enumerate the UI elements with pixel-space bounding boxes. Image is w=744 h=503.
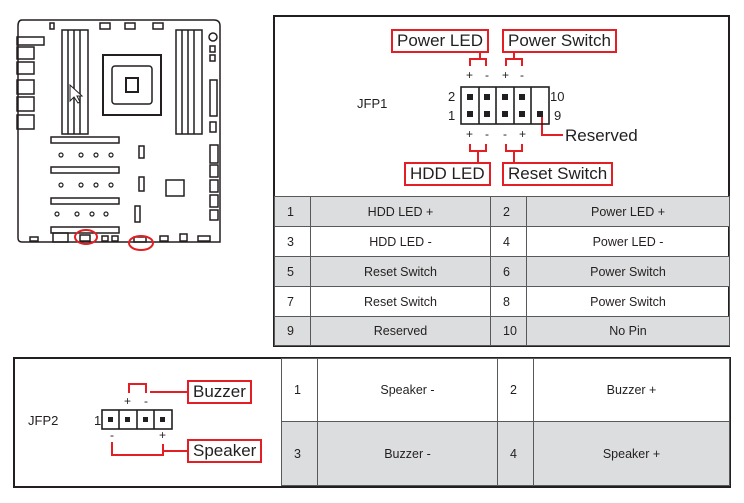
jfp1-label: JFP1 [357, 96, 388, 111]
signal-cell: Power Switch [526, 256, 730, 287]
hdd-led-callout: HDD LED [404, 162, 491, 186]
pin-number-cell: 3 [274, 226, 311, 257]
jfp2-label: JFP2 [28, 413, 59, 428]
signal-cell: Buzzer - [317, 421, 498, 486]
power-led-callout: Power LED [391, 29, 489, 53]
polarity-mark: + [502, 68, 510, 82]
pin-number-cell: 9 [274, 316, 311, 346]
signal-cell: Reserved [310, 316, 491, 346]
polarity-mark: - [144, 394, 148, 408]
signal-cell: Power LED + [526, 196, 730, 227]
pin-number-cell: 10 [490, 316, 527, 346]
polarity-mark: + [124, 394, 132, 408]
pin-number-cell: 8 [490, 286, 527, 317]
pin-number-cell: 5 [274, 256, 311, 287]
polarity-mark: - [520, 68, 524, 82]
table-row: 5 Reset Switch 6 Power Switch [274, 256, 730, 287]
polarity-mark: + [466, 127, 474, 141]
pin-number-cell: 3 [281, 421, 318, 486]
polarity-mark: - [503, 127, 507, 141]
signal-cell: No Pin [526, 316, 730, 346]
signal-cell: Speaker + [533, 421, 730, 486]
pin-number: 9 [554, 108, 562, 123]
table-row: 1 Speaker - 2 Buzzer + [281, 358, 730, 422]
signal-cell: HDD LED + [310, 196, 491, 227]
pin-number: 1 [448, 108, 456, 123]
pin-number-cell: 7 [274, 286, 311, 317]
signal-cell: Speaker - [317, 358, 498, 422]
signal-cell: Power Switch [526, 286, 730, 317]
pin-number-cell: 4 [497, 421, 534, 486]
polarity-mark: + [159, 428, 167, 442]
table-row: 7 Reset Switch 8 Power Switch [274, 286, 730, 317]
jfp1-pin-table: 1 HDD LED + 2 Power LED + 3 HDD LED - 4 … [274, 196, 730, 346]
table-row: 3 HDD LED - 4 Power LED - [274, 226, 730, 257]
buzzer-callout: Buzzer [187, 380, 252, 404]
pin-number-cell: 4 [490, 226, 527, 257]
reset-switch-callout: Reset Switch [502, 162, 614, 186]
pin-number-cell: 1 [281, 358, 318, 422]
signal-cell: Reset Switch [310, 286, 491, 317]
motherboard-diagram [16, 19, 221, 251]
reserved-callout: Reserved [565, 126, 638, 145]
speaker-callout: Speaker [187, 439, 263, 463]
pin-number-cell: 2 [497, 358, 534, 422]
polarity-mark: - [110, 428, 114, 442]
pin-number: 2 [448, 89, 456, 104]
signal-cell: Power LED - [526, 226, 730, 257]
jfp1-highlight-circle [128, 235, 154, 251]
table-row: 9 Reserved 10 No Pin [274, 316, 730, 346]
jfp1-connector [460, 86, 550, 125]
table-row: 1 HDD LED + 2 Power LED + [274, 196, 730, 227]
table-row: 3 Buzzer - 4 Speaker + [281, 421, 730, 486]
pin-number-cell: 2 [490, 196, 527, 227]
polarity-mark: + [466, 68, 474, 82]
power-switch-callout: Power Switch [502, 29, 617, 53]
signal-cell: HDD LED - [310, 226, 491, 257]
jfp2-connector [101, 409, 173, 430]
jfp2-pin-table: 1 Speaker - 2 Buzzer + 3 Buzzer - 4 Spea… [281, 358, 730, 486]
polarity-mark: - [485, 68, 489, 82]
pin-number-cell: 1 [274, 196, 311, 227]
pin-number-cell: 6 [490, 256, 527, 287]
signal-cell: Reset Switch [310, 256, 491, 287]
signal-cell: Buzzer + [533, 358, 730, 422]
polarity-mark: + [519, 127, 527, 141]
polarity-mark: - [485, 127, 489, 141]
pin-number: 1 [94, 413, 102, 428]
pin-number: 10 [550, 89, 565, 104]
jfp2-highlight-circle [74, 229, 98, 245]
